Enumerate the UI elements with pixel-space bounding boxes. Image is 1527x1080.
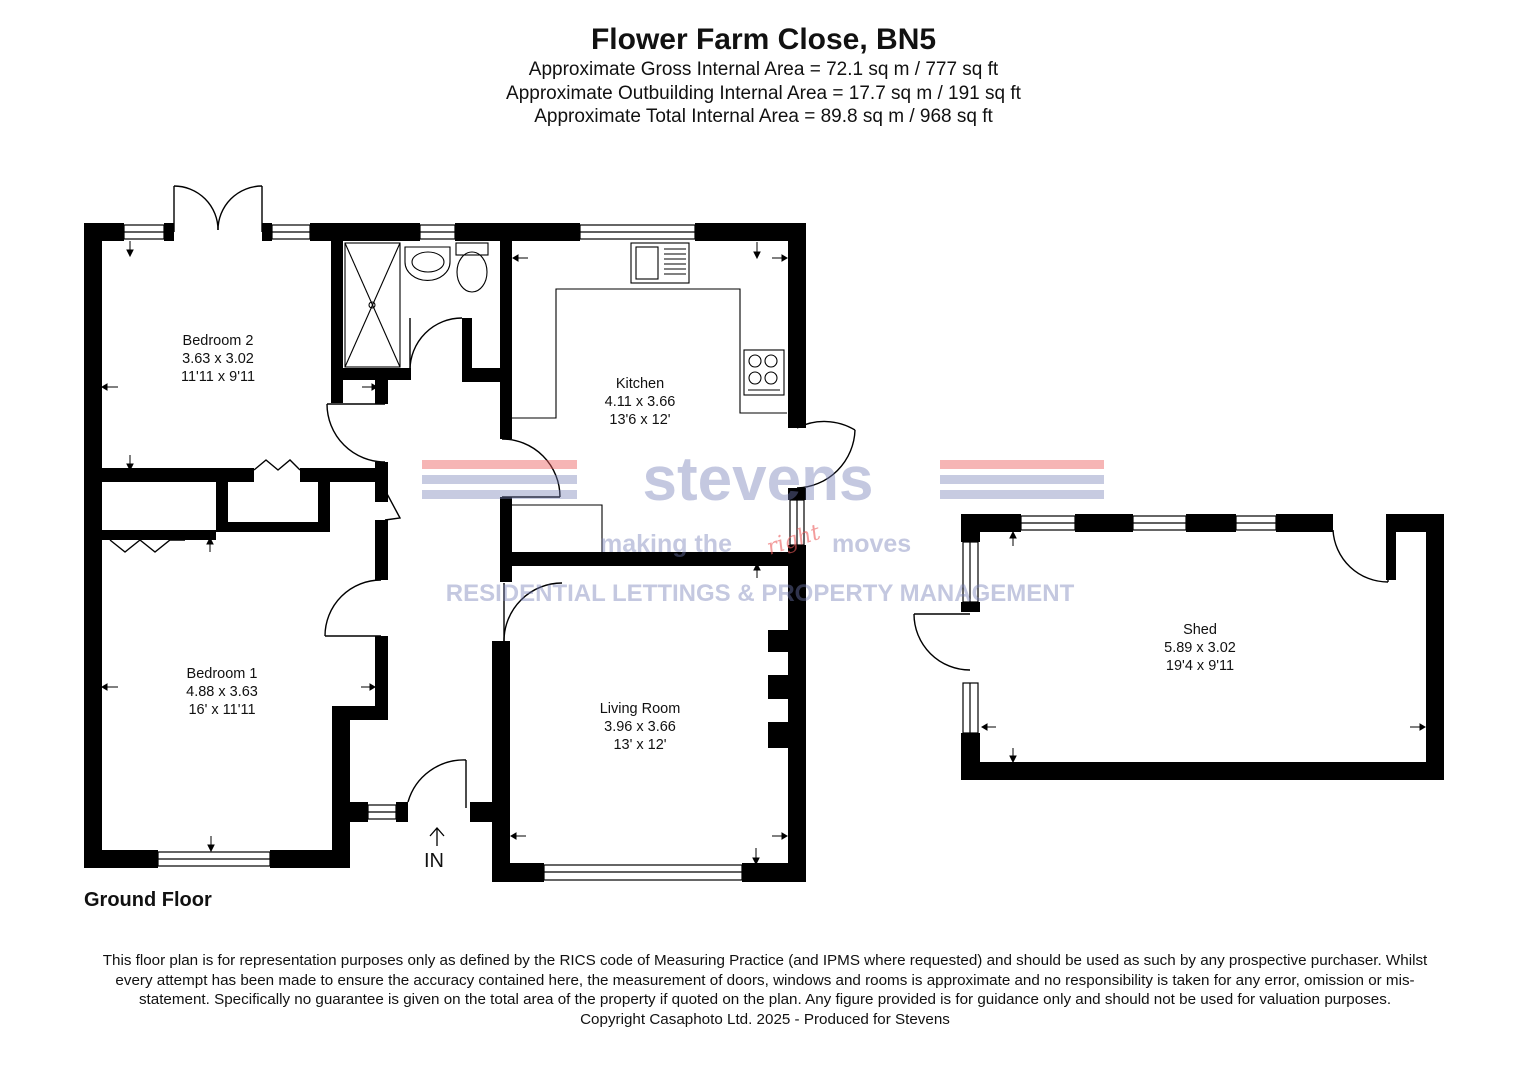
room-metric: 5.89 x 3.02	[1164, 640, 1236, 656]
room-imperial: 16' x 11'11	[188, 702, 255, 718]
shower-tray	[344, 242, 401, 368]
room-bedroom-2: Bedroom 2 3.63 x 3.02 11'11 x 9'11	[181, 333, 255, 385]
copyright-text: Copyright Casaphoto Ltd. 2025 - Produced…	[580, 1010, 950, 1028]
entrance-label: IN	[424, 850, 444, 872]
watermark-services: RESIDENTIAL LETTINGS & PROPERTY MANAGEME…	[446, 580, 1075, 607]
room-imperial: 13'6 x 12'	[609, 412, 670, 428]
fixtures	[344, 242, 787, 552]
room-imperial: 13' x 12'	[613, 737, 666, 753]
kitchen-sink	[630, 242, 690, 284]
house-doors	[109, 185, 856, 808]
room-imperial: 11'11 x 9'11	[181, 369, 255, 385]
hob	[743, 349, 785, 396]
worktop-outline	[512, 288, 787, 419]
room-living-room: Living Room 3.96 x 3.66 13' x 12'	[600, 701, 681, 753]
room-metric: 4.88 x 3.63	[186, 684, 258, 700]
storage-outline	[512, 504, 603, 552]
watermark-tagline-start: making the	[600, 530, 732, 558]
page-title: Flower Farm Close, BN5	[590, 23, 937, 56]
shed-walls	[961, 514, 1444, 780]
outbuilding-area-text: Approximate Outbuilding Internal Area = …	[506, 82, 1021, 104]
room-name: Bedroom 2	[183, 333, 254, 349]
house-windows	[123, 224, 805, 881]
room-kitchen: Kitchen 4.11 x 3.66 13'6 x 12'	[605, 376, 676, 428]
wash-basin	[404, 246, 451, 281]
house-walls	[84, 223, 806, 882]
shed-dimension-markers	[981, 530, 1426, 764]
room-name: Bedroom 1	[187, 666, 258, 682]
watermark-brand: stevens	[643, 445, 874, 514]
watermark-tagline-end: moves	[832, 530, 911, 558]
room-shed: Shed 5.89 x 3.02 19'4 x 9'11	[1164, 622, 1236, 674]
disclaimer-text: This floor plan is for representation pu…	[102, 952, 1428, 1009]
total-area-text: Approximate Total Internal Area = 89.8 s…	[534, 106, 993, 127]
room-bedroom-1: Bedroom 1 4.88 x 3.63 16' x 11'11	[186, 666, 258, 718]
floor-label: Ground Floor	[84, 889, 212, 911]
shed-windows	[962, 515, 1277, 734]
room-name: Shed	[1183, 622, 1217, 638]
room-metric: 3.63 x 3.02	[182, 351, 254, 367]
room-name: Kitchen	[616, 376, 664, 392]
room-name: Living Room	[600, 701, 681, 717]
room-metric: 3.96 x 3.66	[604, 719, 676, 735]
entrance-arrow-icon	[429, 827, 445, 846]
toilet	[456, 251, 488, 293]
shed-doors	[913, 529, 1389, 671]
disclaimer: This floor plan is for representation pu…	[95, 951, 1435, 1029]
gross-area-text: Approximate Gross Internal Area = 72.1 s…	[528, 59, 999, 80]
dimension-markers	[101, 241, 788, 866]
room-metric: 4.11 x 3.66	[605, 394, 676, 410]
plan-header: Flower Farm Close, BN5 Approximate Gross…	[0, 22, 1527, 129]
room-imperial: 19'4 x 9'11	[1166, 658, 1234, 674]
